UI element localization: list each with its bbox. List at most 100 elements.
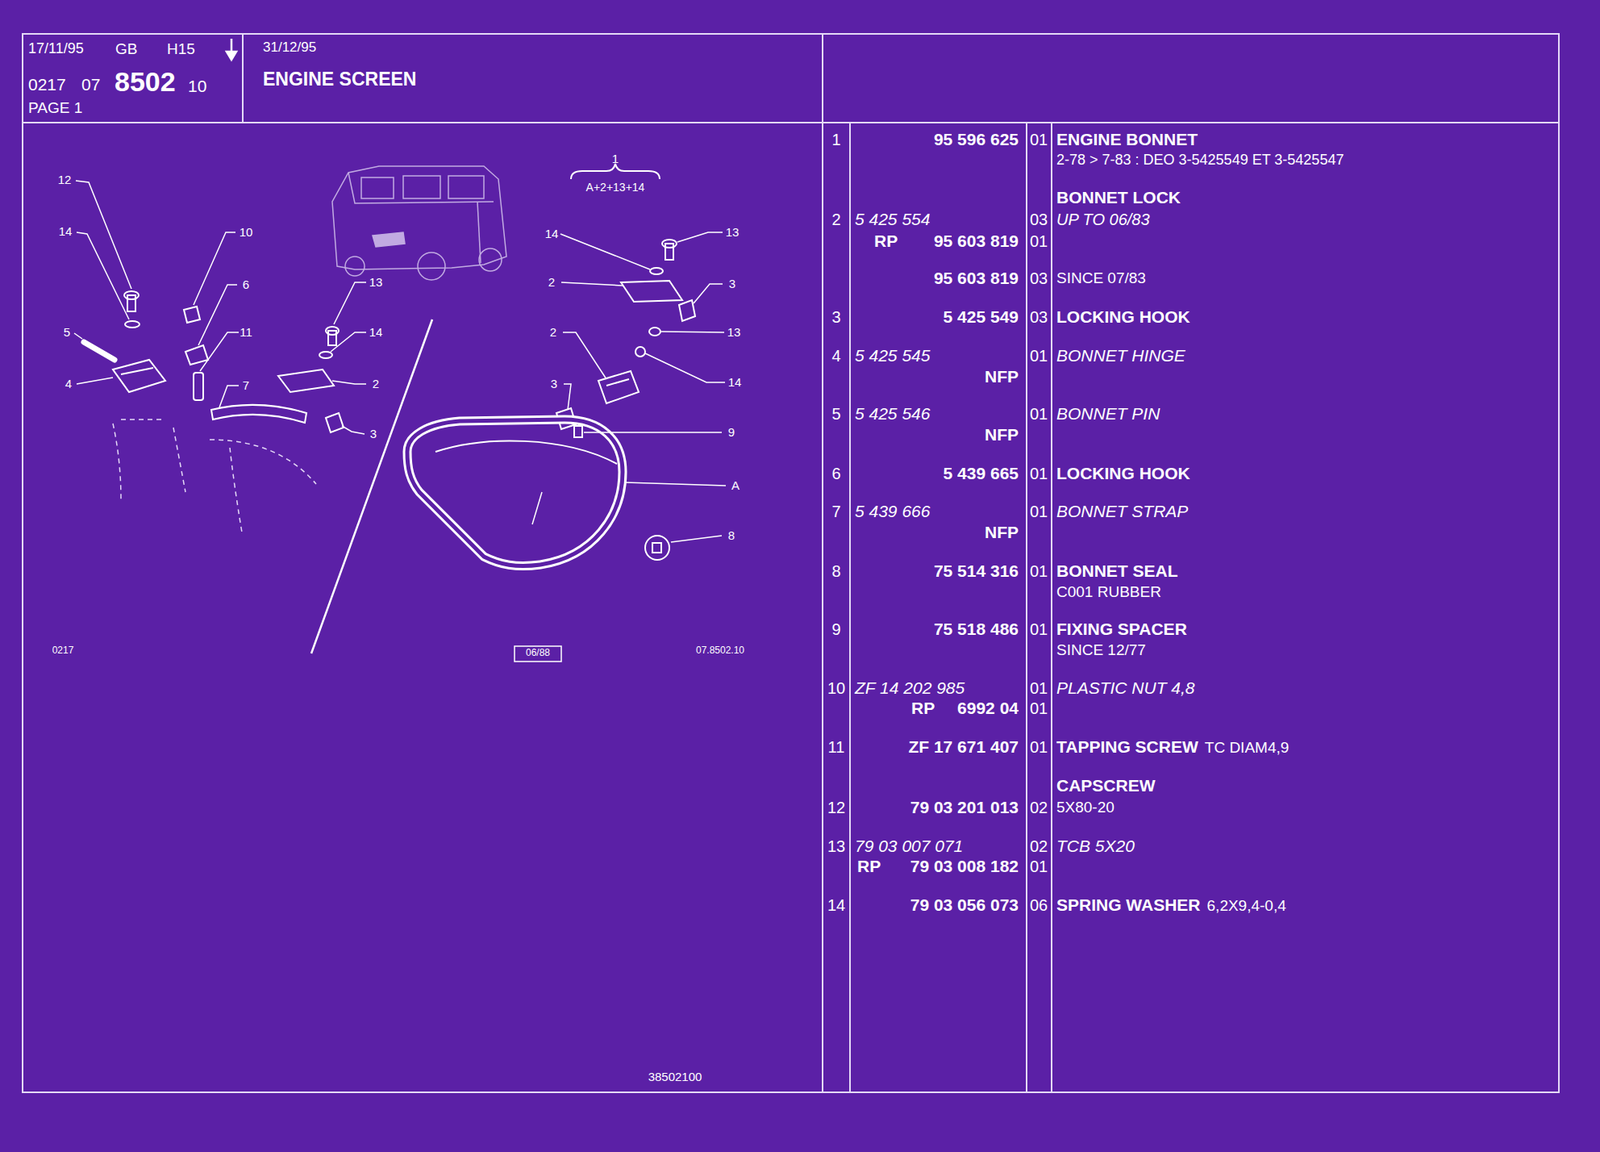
drawn-stroke xyxy=(606,379,630,386)
table-cell: BONNET SEAL xyxy=(1056,561,1179,580)
drawn-stroke xyxy=(83,341,115,360)
header-field: 8502 xyxy=(114,66,176,97)
down-arrow xyxy=(226,38,237,60)
table-cell: 5 439 666 xyxy=(854,501,930,521)
drawn-stroke xyxy=(670,535,722,542)
table-cell: TAPPING SCREW xyxy=(1056,737,1199,756)
table-cell: 79 03 056 073 xyxy=(910,895,1019,914)
drawn-stroke xyxy=(127,295,136,312)
callout-number: 3 xyxy=(550,377,558,392)
table-cell: TC DIAM4,9 xyxy=(1204,739,1290,757)
page-title: ENGINE SCREEN xyxy=(262,69,417,90)
drawn-stroke xyxy=(325,412,344,433)
table-cell: 7 xyxy=(831,502,841,521)
drawn-stroke xyxy=(1025,122,1028,1092)
callout-number: 4 xyxy=(65,377,72,392)
table-cell: BONNET STRAP xyxy=(1056,501,1188,521)
table-cell: 02 xyxy=(1029,837,1048,855)
drawn-stroke xyxy=(417,252,446,280)
table-cell: RP xyxy=(857,856,881,875)
drawn-stroke xyxy=(679,300,696,321)
drawn-stroke xyxy=(22,121,1559,124)
callout-number: 6 xyxy=(242,278,250,292)
callout-number: 14 xyxy=(728,375,742,390)
callout-number: 2 xyxy=(550,325,557,340)
drawn-stroke xyxy=(112,423,121,500)
table-cell: 2 xyxy=(831,210,841,229)
drawn-stroke xyxy=(563,383,571,410)
drawn-stroke xyxy=(661,331,725,333)
callout-number: 11 xyxy=(239,325,253,340)
table-cell: 95 603 819 xyxy=(933,231,1019,250)
callout-number: 12 xyxy=(58,173,72,188)
drawn-stroke xyxy=(479,248,502,271)
callout-number: 7 xyxy=(242,379,250,393)
drawn-stroke xyxy=(562,332,607,380)
table-cell: UP TO 06/83 xyxy=(1056,210,1150,229)
drawn-stroke xyxy=(620,280,683,302)
table-cell: 13 xyxy=(827,837,846,855)
callout-number: 14 xyxy=(545,227,559,242)
right-parts xyxy=(556,239,696,438)
table-cell: 01 xyxy=(1029,502,1048,521)
drawn-stroke xyxy=(120,367,154,375)
seal-callout xyxy=(645,535,670,560)
drawn-stroke xyxy=(185,345,209,365)
header-field: H15 xyxy=(166,41,196,59)
leader-lines xyxy=(74,180,726,542)
drawn-stroke xyxy=(677,232,723,242)
table-cell: 2-78 > 7-83 : DEO 3-5425549 ET 3-5425547 xyxy=(1056,152,1344,169)
table-cell: 79 03 008 182 xyxy=(910,856,1019,875)
table-cell: LOCKING HOOK xyxy=(1056,307,1191,326)
drawn-stroke xyxy=(407,419,623,567)
drawn-stroke xyxy=(635,346,646,357)
drawn-stroke xyxy=(645,353,725,383)
drawn-stroke xyxy=(125,320,140,328)
drawn-stroke xyxy=(211,404,307,423)
table-cell: 01 xyxy=(1029,857,1048,875)
callout-number: 3 xyxy=(370,427,377,442)
drawn-stroke xyxy=(120,418,162,421)
callout-number: 8 xyxy=(728,529,735,543)
drawn-stroke xyxy=(333,282,367,325)
frame-lines xyxy=(22,33,1559,1092)
table-cell: BONNET PIN xyxy=(1056,404,1160,423)
table-cell: 01 xyxy=(1029,562,1048,580)
table-cell: ZF 14 202 985 xyxy=(854,678,965,697)
table-cell: 5 xyxy=(831,404,841,423)
drawn-stroke xyxy=(560,233,650,270)
table-cell: CAPSCREW xyxy=(1056,775,1156,795)
drawn-stroke xyxy=(76,232,130,320)
table-cell: 5X80-20 xyxy=(1056,799,1115,817)
drawn-stroke xyxy=(241,33,244,123)
table-cell: FIXING SPACER xyxy=(1056,619,1188,638)
drawn-stroke xyxy=(348,172,494,204)
reference-code: 06/88 xyxy=(525,647,550,659)
callout-number: A+2+13+14 xyxy=(586,181,646,194)
table-cell: TCB 5X20 xyxy=(1056,836,1135,855)
table-cell: PLASTIC NUT 4,8 xyxy=(1056,678,1196,697)
table-cell: 03 xyxy=(1029,210,1048,229)
drawn-stroke xyxy=(74,333,83,339)
table-cell: 95 603 819 xyxy=(933,268,1019,288)
header-field: 07 xyxy=(81,75,100,94)
reference-code: 38502100 xyxy=(648,1070,703,1084)
table-cell: 5 425 554 xyxy=(854,209,930,229)
drawn-stroke xyxy=(372,232,405,247)
table-cell: 9 xyxy=(831,620,841,638)
drawn-stroke xyxy=(209,439,317,484)
table-cell: SINCE 12/77 xyxy=(1056,641,1146,659)
table-cell: 01 xyxy=(1029,679,1048,697)
callout-number: 13 xyxy=(725,225,740,240)
drawn-stroke xyxy=(649,327,661,336)
callout-number: 14 xyxy=(58,225,73,239)
callout-number: 9 xyxy=(728,425,735,440)
table-cell: 1 xyxy=(831,130,841,149)
table-cell: 11 xyxy=(828,737,846,756)
drawn-stroke xyxy=(1050,122,1053,1092)
reference-code: 0217 xyxy=(52,645,75,656)
drawn-stroke xyxy=(319,351,333,359)
drawn-stroke xyxy=(112,359,166,392)
header-field: 10 xyxy=(187,76,207,96)
